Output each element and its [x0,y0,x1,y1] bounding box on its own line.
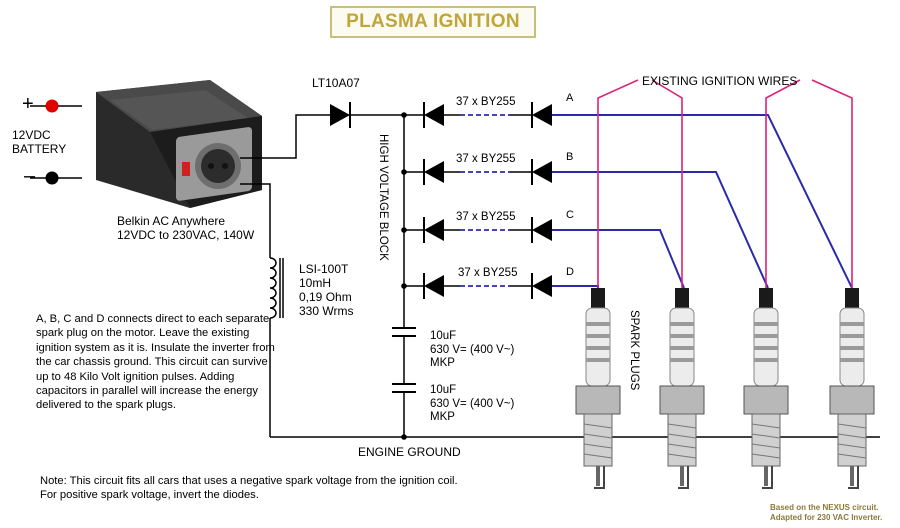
spark-plugs-label: SPARK PLUGS [628,310,640,391]
spark-plug-3 [743,288,789,489]
diode-chain-b [404,159,552,185]
engine-ground-label: ENGINE GROUND [358,445,461,459]
battery-label-line1: 12VDC [12,128,51,142]
description-text: A, B, C and D connects direct to each se… [36,313,275,412]
existing-ignition-wires [597,79,853,292]
battery-minus-terminal [45,171,59,185]
inverter-label: Belkin AC Anywhere 12VDC to 230VAC, 140W [117,214,254,242]
spark-plug-2 [659,288,705,489]
wire-a [552,114,853,289]
channel-c-label: C [566,209,574,221]
credit-line2: Adapted for 230 VAC Inverter. [770,513,883,522]
capacitor-2-rating: 630 V= (400 V~) [430,397,515,410]
inverter-to-main-diode-wire [240,114,330,159]
inductor-name: LSI-100T [299,262,349,276]
battery-plus-sign: + [22,93,34,115]
inductor-power: 330 Wrms [299,304,354,318]
diode-chain-c-label: 37 x BY255 [456,211,516,223]
capacitor-1-value: 10uF [430,330,457,342]
credit-line1: Based on the NEXUS circuit. [770,503,879,512]
battery-label-line2: BATTERY [12,142,67,156]
note-text: Note: This circuit fits all cars that us… [40,475,458,501]
capacitor-2-label: 10uF 630 V= (400 V~) MKP [430,384,514,425]
inductor-resistance: 0,19 Ohm [299,290,352,304]
title-box: PLASMA IGNITION [330,6,536,38]
page-title: PLASMA IGNITION [346,11,520,32]
battery-minus-sign: – [24,165,36,187]
wire-c [552,229,685,289]
inverter-name: Belkin AC Anywhere [117,214,226,228]
main-diode-label: LT10A07 [312,76,360,90]
credit-text: Based on the NEXUS circuit. Adapted for … [770,503,882,523]
diode-chain-a-label: 37 x BY255 [456,96,516,108]
channel-d-label: D [566,266,574,278]
diode-chain-d-label: 37 x BY255 [458,267,518,279]
inverter-spec: 12VDC to 230VAC, 140W [117,228,255,242]
capacitor-1-rating: 630 V= (400 V~) [430,343,515,356]
capacitor-1-gap [401,329,407,335]
inverter-to-inductor-wire [240,183,271,258]
channel-b-label: B [566,151,574,163]
spark-wires [552,114,853,292]
capacitor-1-label: 10uF 630 V= (400 V~) MKP [430,330,514,371]
capacitor-2 [392,383,416,393]
battery-plus-terminal [45,99,59,113]
capacitor-1-type: MKP [430,357,455,369]
battery-label: 12VDC BATTERY [12,128,66,156]
spark-plug-4 [829,288,875,489]
channel-a-label: A [566,92,574,104]
existing-wires-label: EXISTING IGNITION WIRES [642,74,798,88]
inductor-inductance: 10mH [299,276,332,290]
diode-chain-c [404,217,552,243]
diode-chain-a [404,102,552,128]
spark-plug-1 [575,288,621,489]
inductor-label: LSI-100T 10mH 0,19 Ohm 330 Wrms [299,262,353,318]
main-diode [330,102,406,128]
capacitor-2-type: MKP [430,411,455,423]
capacitor-2-value: 10uF [430,384,457,396]
capacitor-2-gap [401,385,407,391]
diode-chain-b-label: 37 x BY255 [456,153,516,165]
capacitor-1 [392,327,416,337]
inverter-image [96,80,262,208]
diode-chain-d [404,273,552,299]
wire-b [552,171,769,289]
high-voltage-block-label: HIGH VOLTAGE BLOCK [377,134,389,261]
inductor-coil [269,257,284,319]
